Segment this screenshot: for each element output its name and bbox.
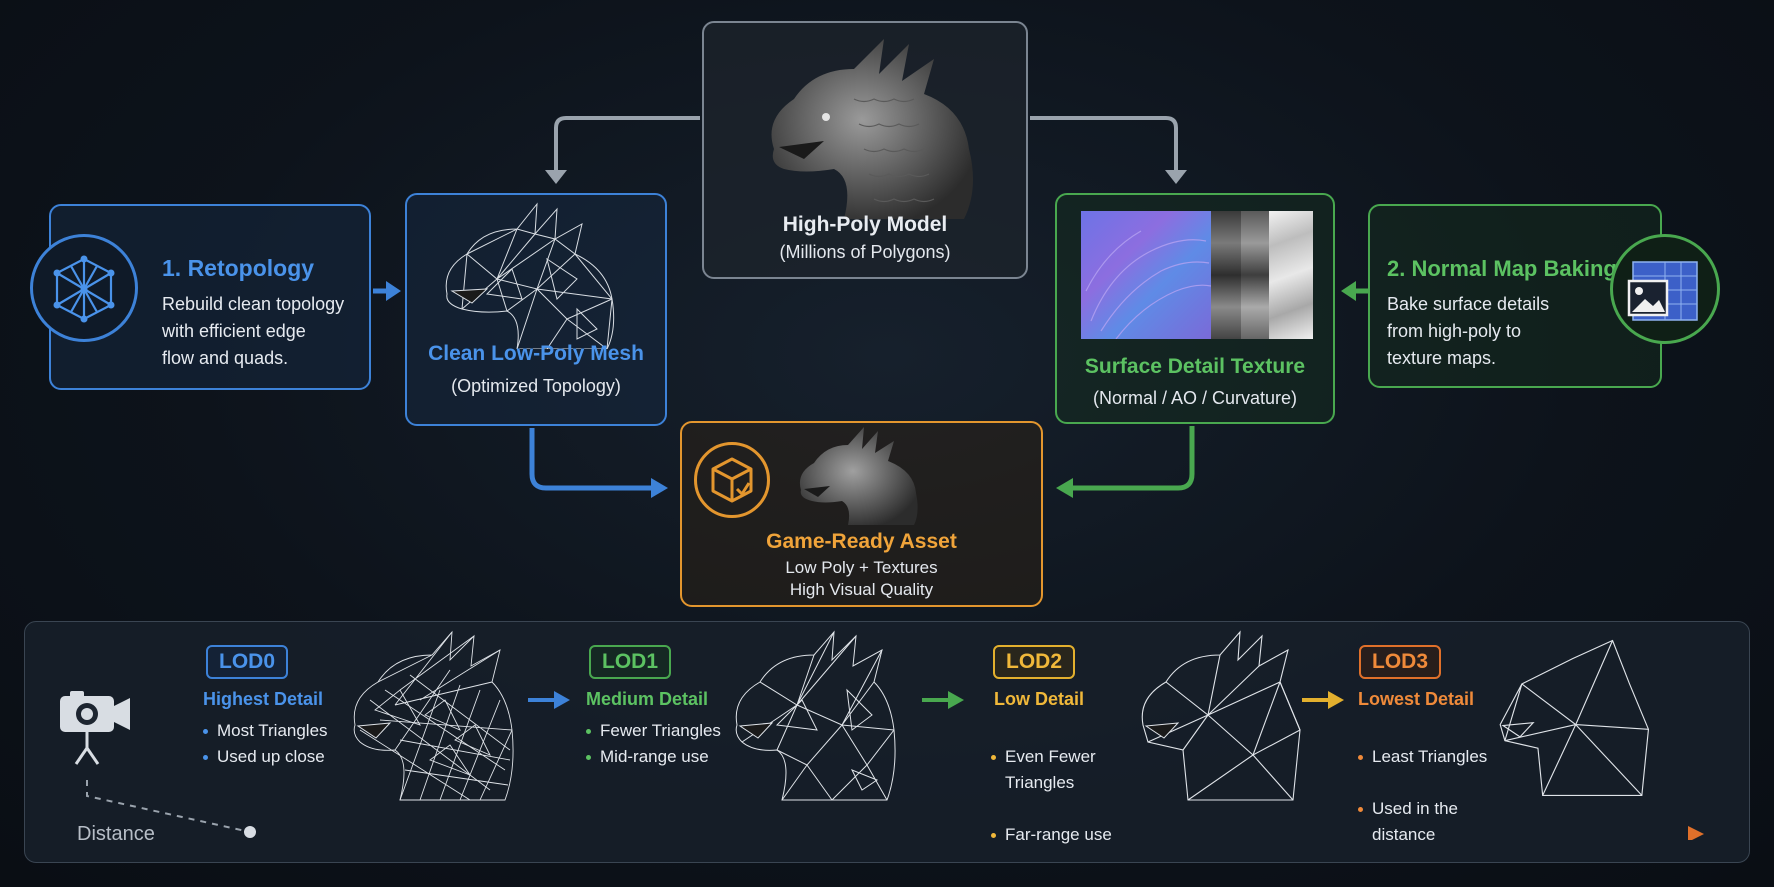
list-item: Used up close — [203, 744, 328, 770]
normal-map-swatch — [1081, 211, 1211, 339]
mesh-cube-icon — [33, 237, 135, 339]
low-poly-subtitle: (Optimized Topology) — [407, 376, 665, 397]
camera-icon — [56, 688, 138, 768]
lod3-subtitle: Lowest Detail — [1358, 689, 1474, 710]
ao-map-swatch-2 — [1241, 211, 1269, 339]
lod2-subtitle: Low Detail — [994, 689, 1084, 710]
list-item: Most Triangles — [203, 718, 328, 744]
baking-badge — [1610, 234, 1720, 344]
retopology-badge — [30, 234, 138, 342]
list-item: Fewer Triangles — [586, 718, 721, 744]
low-poly-card[interactable]: Clean Low-Poly Mesh (Optimized Topology) — [405, 193, 667, 426]
lod0-tag: LOD0 — [206, 645, 288, 679]
asset-title: Game-Ready Asset — [682, 530, 1041, 554]
asset-line2: High Visual Quality — [682, 580, 1041, 600]
ao-map-swatch — [1211, 211, 1241, 339]
list-item: Even Fewer Triangles — [991, 744, 1112, 796]
high-poly-card[interactable]: High-Poly Model (Millions of Polygons) — [702, 21, 1028, 279]
retopology-title: 1. Retopology — [162, 255, 314, 282]
list-item: Far-range use — [991, 822, 1112, 848]
baking-description: Bake surface details from high-poly to t… — [1387, 291, 1549, 372]
lod1-subtitle: Medium Detail — [586, 689, 708, 710]
arrow-lod2-lod3 — [1300, 688, 1346, 712]
lod0-list: Most Triangles Used up close — [203, 718, 328, 770]
arrow-texture-to-asset — [1072, 426, 1192, 488]
list-item: Least Triangles — [1358, 744, 1487, 770]
lod2-list: Even Fewer Triangles Far-range use — [991, 718, 1112, 874]
lod0-subtitle: Highest Detail — [203, 689, 323, 710]
lod1-list: Fewer Triangles Mid-range use — [586, 718, 721, 770]
dragon-lod1-icon — [722, 630, 902, 805]
dragon-lod2-icon — [1128, 630, 1308, 805]
high-poly-subtitle: (Millions of Polygons) — [704, 242, 1026, 263]
high-poly-title: High-Poly Model — [704, 213, 1026, 237]
retopology-description: Rebuild clean topology with efficient ed… — [162, 291, 344, 372]
dragon-wireframe-icon — [427, 199, 627, 349]
arrow-highpoly-to-lowpoly — [556, 118, 700, 172]
texture-title: Surface Detail Texture — [1057, 355, 1333, 379]
normal-map-pattern-icon — [1081, 211, 1211, 339]
asset-line1: Low Poly + Textures — [682, 558, 1041, 578]
low-poly-title: Clean Low-Poly Mesh — [407, 342, 665, 366]
arrow-lowpoly-to-asset — [532, 428, 652, 488]
dragon-asset-icon — [786, 425, 936, 525]
baking-title: 2. Normal Map Baking — [1387, 256, 1617, 282]
curvature-map-swatch — [1269, 211, 1313, 339]
texture-subtitle: (Normal / AO / Curvature) — [1057, 388, 1333, 409]
arrow-lod0-lod1 — [526, 688, 572, 712]
list-item: Mid-range use — [586, 744, 721, 770]
texture-map-icon — [1613, 237, 1717, 341]
dragon-lod0-icon — [340, 630, 520, 805]
game-ready-asset-card[interactable]: Game-Ready Asset Low Poly + Textures Hig… — [680, 421, 1043, 607]
texture-card[interactable]: Surface Detail Texture (Normal / AO / Cu… — [1055, 193, 1335, 424]
list-item: Used in the distance — [1358, 796, 1487, 848]
arrow-lod1-lod2 — [920, 688, 966, 712]
lod3-list: Least Triangles Used in the distance — [1358, 718, 1487, 874]
lod2-tag: LOD2 — [993, 645, 1075, 679]
cube-check-icon — [697, 445, 767, 515]
dragon-highpoly-icon — [734, 29, 1004, 219]
asset-badge — [694, 442, 770, 518]
lod1-tag: LOD1 — [589, 645, 671, 679]
arrow-highpoly-to-texture — [1030, 118, 1176, 172]
lod3-tag: LOD3 — [1359, 645, 1441, 679]
dragon-lod3-icon — [1486, 630, 1656, 805]
